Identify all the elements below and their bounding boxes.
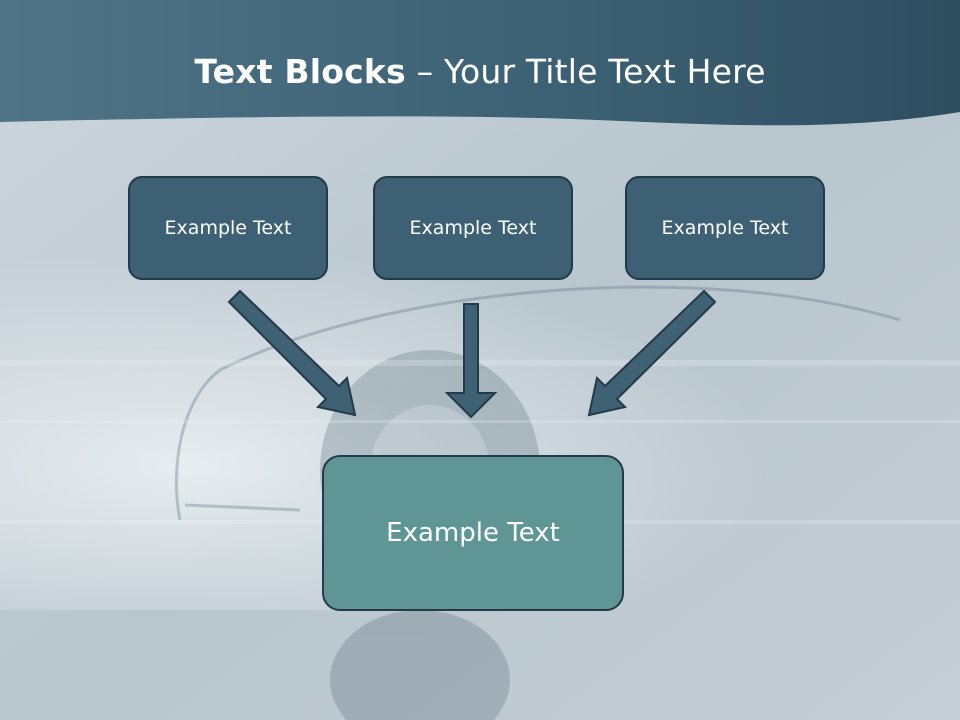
- text-block-3-label: Example Text: [661, 217, 789, 239]
- arrow-right: [587, 289, 717, 417]
- text-block-main: Example Text: [322, 455, 624, 611]
- header-band: [0, 0, 960, 126]
- page-title: Text Blocks – Your Title Text Here: [0, 52, 960, 91]
- text-block-3: Example Text: [625, 176, 825, 280]
- arrow-left: [227, 289, 357, 417]
- text-block-2: Example Text: [373, 176, 573, 280]
- arrow-center: [444, 303, 498, 419]
- title-rest: – Your Title Text Here: [405, 52, 766, 91]
- text-block-main-label: Example Text: [386, 518, 560, 548]
- text-block-2-label: Example Text: [409, 217, 537, 239]
- text-block-1: Example Text: [128, 176, 328, 280]
- text-block-1-label: Example Text: [164, 217, 292, 239]
- title-bold: Text Blocks: [194, 52, 406, 91]
